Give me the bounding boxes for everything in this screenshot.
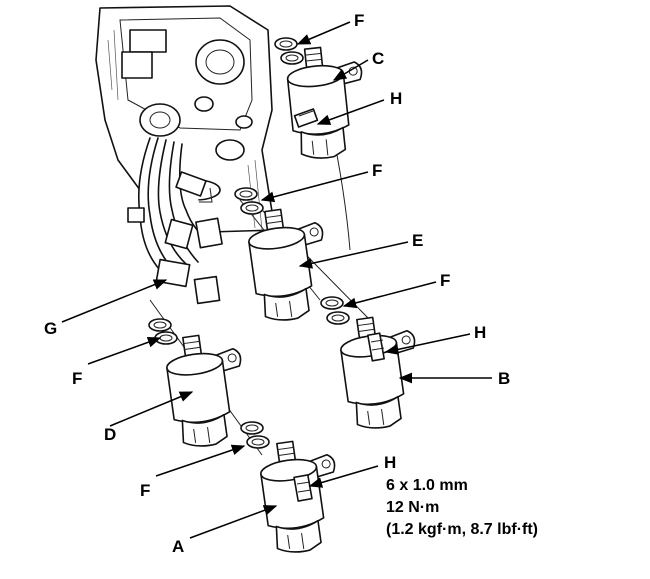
solenoid-d	[162, 329, 253, 451]
o-ring-a-upper	[240, 421, 264, 435]
bolt-b	[367, 332, 385, 362]
spec-torque-nm: 12 N·m	[386, 499, 439, 516]
o-ring-c-lower	[280, 51, 304, 65]
o-ring-c-upper	[274, 37, 298, 51]
label-h-bottom: H	[384, 453, 396, 472]
label-h-top: H	[390, 89, 402, 108]
bolt-torque-spec: 6 x 1.0 mm 12 N·m (1.2 kgf·m, 8.7 lbf·ft…	[386, 477, 538, 538]
o-ring-a-lower	[246, 435, 270, 449]
label-f-left: F	[72, 369, 82, 388]
solenoid-b	[336, 311, 427, 433]
leader-lines	[61, 21, 492, 539]
label-d: D	[104, 425, 116, 444]
label-b: B	[498, 369, 510, 388]
o-ring-b-upper	[320, 296, 344, 310]
o-ring-b-lower	[326, 311, 350, 325]
label-f-top: F	[354, 11, 364, 30]
label-f-mid-upper: F	[372, 161, 382, 180]
label-f-bottom: F	[140, 481, 150, 500]
o-ring-e-upper	[234, 187, 258, 201]
label-e: E	[412, 231, 423, 250]
bolt-a	[293, 474, 313, 502]
wire-harness	[127, 137, 223, 305]
label-c: C	[372, 49, 384, 68]
o-ring-e-lower	[240, 201, 264, 215]
label-g: G	[44, 319, 57, 338]
bolt-c	[293, 108, 319, 128]
label-a: A	[172, 537, 184, 556]
o-ring-d-upper	[148, 318, 172, 332]
label-f-mid-lower: F	[440, 271, 450, 290]
label-h-mid: H	[474, 323, 486, 342]
spec-bolt-size: 6 x 1.0 mm	[386, 477, 468, 494]
spec-torque-alt: (1.2 kgf·m, 8.7 lbf·ft)	[386, 521, 538, 538]
